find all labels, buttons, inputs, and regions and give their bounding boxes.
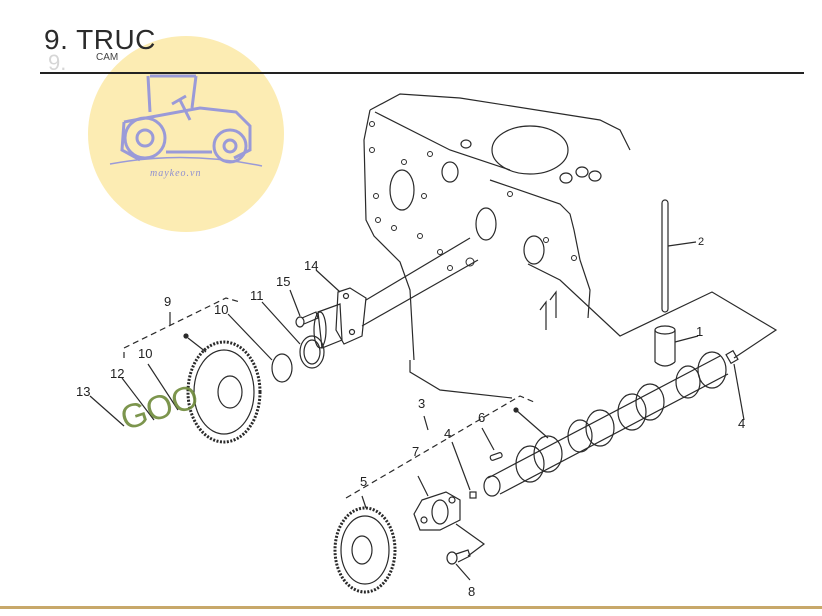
idler-shaft (313, 237, 479, 349)
callout-2: 2 (698, 236, 705, 248)
bolt-8 (446, 549, 471, 581)
thrust-plate (413, 475, 486, 557)
callout-13: 13 (76, 384, 91, 399)
callout-9: 9 (164, 294, 172, 309)
idler-gear (183, 333, 262, 444)
pushrod (661, 199, 697, 313)
callout-4-right: 4 (738, 416, 746, 431)
callout-8: 8 (468, 584, 476, 599)
callout-15: 15 (276, 274, 291, 289)
page-subtitle: CAM (96, 52, 119, 63)
bolt-15 (289, 289, 319, 328)
callout-3: 3 (418, 396, 426, 411)
camshaft (483, 351, 729, 497)
callout-7: 7 (412, 444, 420, 459)
watermark-site-text: maykeo.vn (150, 168, 202, 179)
ghost-heading-text: 9. (48, 50, 67, 75)
callout-1: 1 (696, 324, 704, 339)
tappet (654, 325, 699, 367)
callout-6: 6 (478, 410, 486, 425)
callout-4: 4 (444, 426, 452, 441)
callout-10-gear: 10 (138, 346, 153, 361)
header-rule (40, 72, 804, 74)
callout-5: 5 (360, 474, 368, 489)
callout-10-bushing: 10 (214, 302, 229, 317)
callout-14: 14 (304, 258, 319, 273)
callout-12: 12 (110, 366, 125, 381)
engine-block (363, 93, 631, 361)
footer-rule (0, 606, 822, 609)
gear-5 (333, 495, 397, 594)
callout-11: 11 (250, 288, 264, 303)
page-title: 9. TRUC (44, 24, 156, 55)
plug-4-right (725, 349, 745, 421)
